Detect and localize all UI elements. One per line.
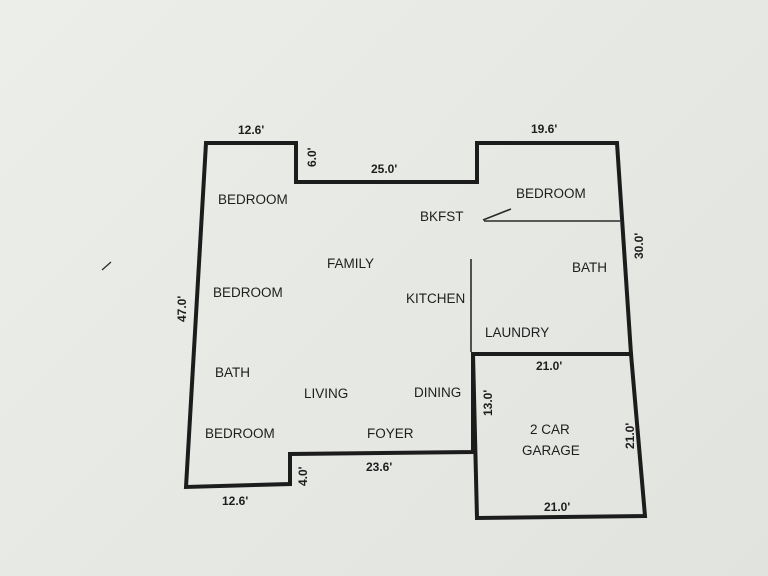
dimension-garage-right-depth: 21.0' — [623, 423, 637, 449]
dimension-bottom-notch-depth: 4.0' — [296, 466, 310, 486]
room-label-foyer: FOYER — [367, 426, 414, 441]
door-swing-mark — [482, 208, 512, 221]
dimension-top-left-width: 12.6' — [238, 123, 264, 137]
room-label-living: LIVING — [304, 386, 348, 401]
room-label-kitchen: KITCHEN — [406, 291, 465, 306]
room-label-garage-line1: 2 CAR — [530, 422, 570, 437]
dimension-garage-top-width: 21.0' — [536, 359, 562, 373]
room-label-bedroom-top-left: BEDROOM — [218, 192, 288, 207]
dimension-top-middle-width: 25.0' — [371, 162, 397, 176]
room-label-bedroom-top-right: BEDROOM — [516, 186, 586, 201]
room-label-bkfst: BKFST — [420, 209, 464, 224]
dimension-right-depth: 30.0' — [632, 233, 646, 259]
dimension-garage-left-depth: 13.0' — [481, 390, 495, 416]
room-label-garage-line2: GARAGE — [522, 443, 580, 458]
room-label-laundry: LAUNDRY — [485, 325, 549, 340]
room-label-bath-left: BATH — [215, 365, 250, 380]
garage-outline — [470, 352, 648, 521]
room-label-bath-right: BATH — [572, 260, 607, 275]
room-label-family: FAMILY — [327, 256, 374, 271]
dimension-bottom-middle-width: 23.6' — [366, 460, 392, 474]
dimension-left-depth: 47.0' — [175, 296, 189, 322]
room-label-dining: DINING — [414, 385, 461, 400]
dimension-bottom-left-width: 12.6' — [222, 494, 248, 508]
dimension-top-notch-depth: 6.0' — [305, 147, 319, 167]
dimension-top-right-width: 19.6' — [531, 122, 557, 136]
room-label-bedroom-mid-left: BEDROOM — [213, 285, 283, 300]
stray-mark — [101, 261, 112, 271]
room-label-bedroom-bottom-left: BEDROOM — [205, 426, 275, 441]
dimension-garage-bottom-width: 21.0' — [544, 500, 570, 514]
